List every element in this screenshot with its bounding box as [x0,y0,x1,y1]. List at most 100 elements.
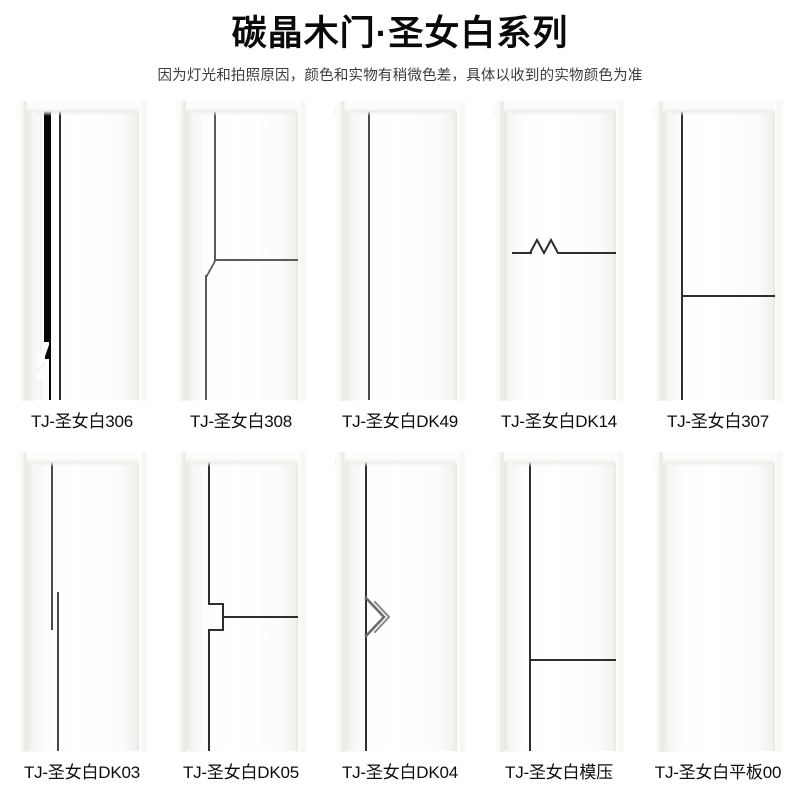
door-reveal [663,462,672,752]
door-card-306[interactable]: TJ-圣女白306 [4,93,160,432]
door-card-pingban00[interactable]: TJ-圣女白平板00 [640,444,796,783]
door-left-jamb [495,101,505,402]
door-reveal [27,462,36,752]
door-slab [353,462,457,752]
decor-thin-line [59,111,61,401]
door-left-jamb [654,452,664,753]
decor-vertical-upper [208,462,210,606]
decor-vertical [681,111,683,401]
decor-mid-horizontal [214,259,298,262]
door-reveal [345,462,354,752]
door-slab [353,111,457,401]
decor-horizontal-main [222,616,298,619]
door-right-jamb [138,101,149,402]
decor-groove-highlight [40,111,44,401]
door-reveal [186,462,195,752]
door-right-jamb [297,452,308,753]
door-label: TJ-圣女白模压 [505,763,613,783]
decor-vertical-lower [57,592,59,752]
door-right-jamb [456,101,467,402]
door-label: TJ-圣女白308 [189,412,293,432]
decor-vertical [365,462,367,752]
door-label: TJ-圣女白DK49 [341,412,459,432]
door-left-jamb [336,452,346,753]
door-right-jamb [615,452,626,753]
door-reveal [345,111,354,401]
decor-upper-vertical [214,111,216,262]
door-slab [194,111,298,401]
door-image-306 [7,93,157,402]
door-slab [35,111,139,401]
door-left-jamb [654,101,664,402]
door-card-308[interactable]: TJ-圣女白308 [163,93,319,432]
door-label: TJ-圣女白DK03 [23,763,141,783]
door-card-dk05[interactable]: TJ-圣女白DK05 [163,444,319,783]
door-left-jamb [177,101,187,402]
door-row-2: TJ-圣女白DK03 TJ-圣女白DK05 [0,444,800,783]
door-label: TJ-圣女白307 [666,412,770,432]
decor-horizontal [681,295,775,298]
decor-black-band-lower [49,342,51,401]
decor-horizontal-right [560,252,616,255]
door-card-moya[interactable]: TJ-圣女白模压 [481,444,637,783]
door-label: TJ-圣女白DK14 [500,412,618,432]
door-right-jamb [615,101,626,402]
page-header: 碳晶木门·圣女白系列 因为灯光和拍照原因，颜色和实物有稍微色差，具体以收到的实物… [0,0,800,85]
door-right-jamb [297,101,308,402]
door-slab [512,462,616,752]
door-image-pingban00 [643,444,793,753]
door-image-dk49 [325,93,475,402]
door-slab [194,462,298,752]
door-left-jamb [177,452,187,753]
door-label: TJ-圣女白平板00 [654,763,782,783]
door-slab [671,462,775,752]
door-image-308 [166,93,316,402]
door-right-jamb [774,452,785,753]
decor-horizontal [529,659,616,662]
decor-angle-connector [206,259,216,278]
door-slab [671,111,775,401]
decor-vertical [529,462,531,752]
door-image-dk14 [484,93,634,402]
page-subtitle: 因为灯光和拍照原因，颜色和实物有稍微色差，具体以收到的实物颜色为准 [157,68,643,85]
door-left-jamb [495,452,505,753]
door-left-jamb [18,101,28,402]
door-reveal [27,111,36,401]
door-label: TJ-圣女白306 [30,412,134,432]
door-card-307[interactable]: TJ-圣女白307 [640,93,796,432]
decor-groove-angle [37,354,45,381]
door-reveal [504,462,513,752]
door-reveal [186,111,195,401]
door-right-jamb [774,101,785,402]
page-title: 碳晶木门·圣女白系列 [231,14,569,53]
door-reveal [504,111,513,401]
door-slab [512,111,616,401]
door-row-1: TJ-圣女白306 TJ-圣女白308 [0,93,800,432]
door-card-dk14[interactable]: TJ-圣女白DK14 [481,93,637,432]
door-card-dk49[interactable]: TJ-圣女白DK49 [322,93,478,432]
decor-single-vertical [368,111,370,401]
door-label: TJ-圣女白DK04 [341,763,459,783]
door-card-dk04[interactable]: TJ-圣女白DK04 [322,444,478,783]
decor-step-bottom [208,629,224,632]
door-label: TJ-圣女白DK05 [182,763,300,783]
decor-zigzag-icon [528,238,573,256]
door-card-dk03[interactable]: TJ-圣女白DK03 [4,444,160,783]
door-slab [35,462,139,752]
door-reveal [663,111,672,401]
door-image-dk03 [7,444,157,753]
door-image-moya [484,444,634,753]
decor-lower-vertical [205,275,207,401]
decor-vertical-lower [208,629,210,752]
door-right-jamb [456,452,467,753]
decor-step-top [208,603,224,606]
door-right-jamb [138,452,149,753]
door-image-307 [643,93,793,402]
door-left-jamb [336,101,346,402]
decor-black-band-taper [44,339,51,360]
door-image-dk04 [325,444,475,753]
decor-horizontal-left [512,252,532,255]
door-left-jamb [18,452,28,753]
decor-black-band [44,111,51,343]
decor-chevron-icon [364,596,391,639]
